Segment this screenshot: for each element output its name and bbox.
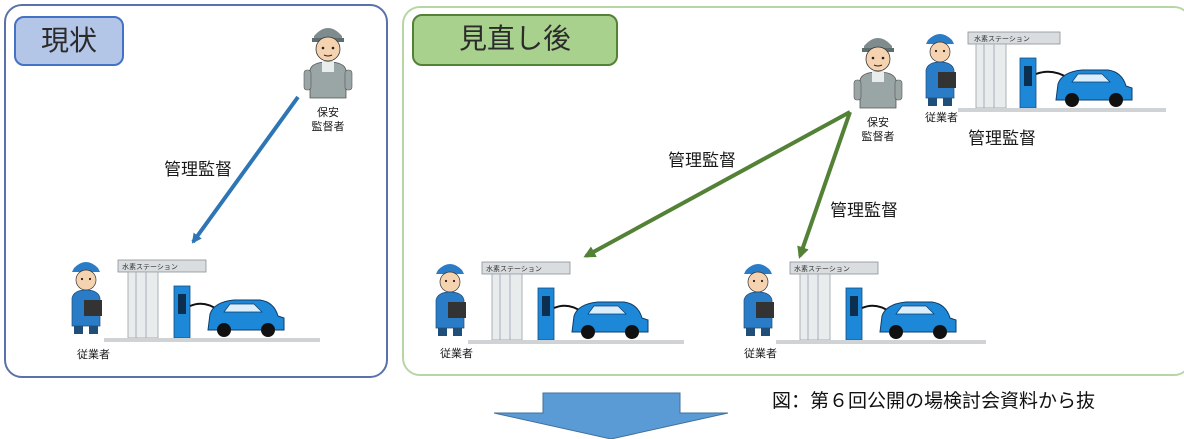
worker-icon xyxy=(71,262,102,334)
management-arrow-after-left xyxy=(583,110,851,258)
current-tag: 現状 xyxy=(14,16,124,66)
station-scene: 水素ステーション xyxy=(743,261,986,344)
inspector-label: 保安 監督者 xyxy=(306,106,350,134)
worker-icon xyxy=(925,34,956,106)
station-scene: 水素ステーション xyxy=(435,261,684,344)
worker-icon xyxy=(435,264,466,336)
station-scene: 水素ステーション xyxy=(925,31,1166,112)
current-panel xyxy=(4,4,388,378)
worker-label: 従業者 xyxy=(925,111,958,124)
station-sign: 水素ステーション xyxy=(794,264,850,273)
worker-label: 従業者 xyxy=(77,348,110,361)
inspector-label-line2: 監督者 xyxy=(861,130,895,143)
management-label: 管理監督 xyxy=(668,151,736,171)
management-label: 管理監督 xyxy=(164,160,232,180)
inspector-label: 保安 監督者 xyxy=(856,116,900,144)
inspector-label-line1: 保安 xyxy=(867,116,889,129)
inspector-icon xyxy=(853,38,903,109)
station-sign: 水素ステーション xyxy=(486,264,542,273)
management-arrow-current xyxy=(191,95,300,244)
worker-icon xyxy=(743,264,774,336)
management-label: 管理監督 xyxy=(830,201,898,221)
after-panel xyxy=(402,6,1184,376)
station-sign: 水素ステーション xyxy=(974,34,1030,43)
worker-label: 従業者 xyxy=(440,347,473,360)
inspector-label-line2: 監督者 xyxy=(311,120,345,133)
after-tag: 見直し後 xyxy=(412,14,618,66)
worker-label: 従業者 xyxy=(744,347,777,360)
management-arrow-after-middle xyxy=(797,111,852,259)
inspector-icon xyxy=(303,28,353,99)
station-scene: 水素ステーション xyxy=(71,259,320,342)
figure-caption: 図：第６回公開の場検討会資料から抜 xyxy=(772,390,1096,412)
down-arrow xyxy=(493,392,729,439)
management-label: 管理監督 xyxy=(968,129,1036,149)
station-sign: 水素ステーション xyxy=(122,262,178,271)
inspector-label-line1: 保安 xyxy=(317,106,339,119)
